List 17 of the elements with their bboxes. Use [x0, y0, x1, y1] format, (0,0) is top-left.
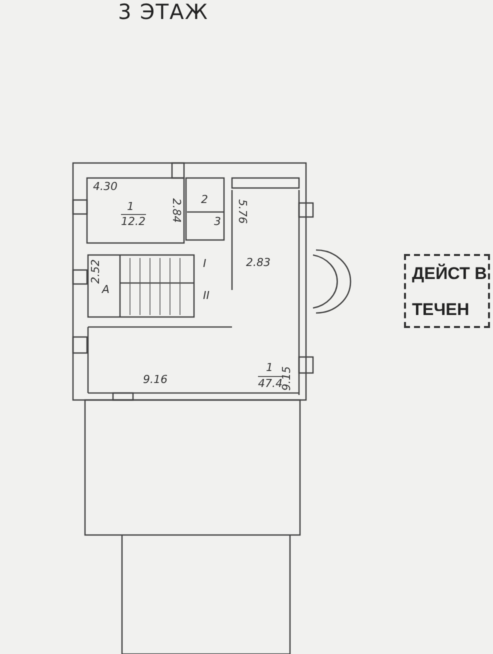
stair-mark: I	[203, 257, 206, 270]
dimension-label: 9.16	[143, 373, 168, 386]
room-area: 47.4	[258, 376, 282, 390]
room-number: 1	[266, 361, 273, 374]
stamp-box: ДЕЙСТ В ТЕЧЕН	[404, 254, 490, 328]
room-number: 2	[201, 193, 208, 206]
dimension-label: 2.84	[170, 198, 183, 223]
room-number: 1	[127, 200, 134, 213]
dimension-label: 4.30	[93, 180, 118, 193]
dimension-label: 2.83	[246, 256, 270, 269]
room-area: 12.2	[121, 214, 146, 228]
dimension-label: 5.76	[236, 199, 249, 224]
stair-mark: А	[102, 283, 110, 296]
room-number: 3	[214, 215, 221, 228]
stair-mark: II	[203, 289, 210, 302]
floor-title: 3 ЭТАЖ	[118, 0, 209, 24]
dimension-label: 2.52	[88, 259, 102, 284]
